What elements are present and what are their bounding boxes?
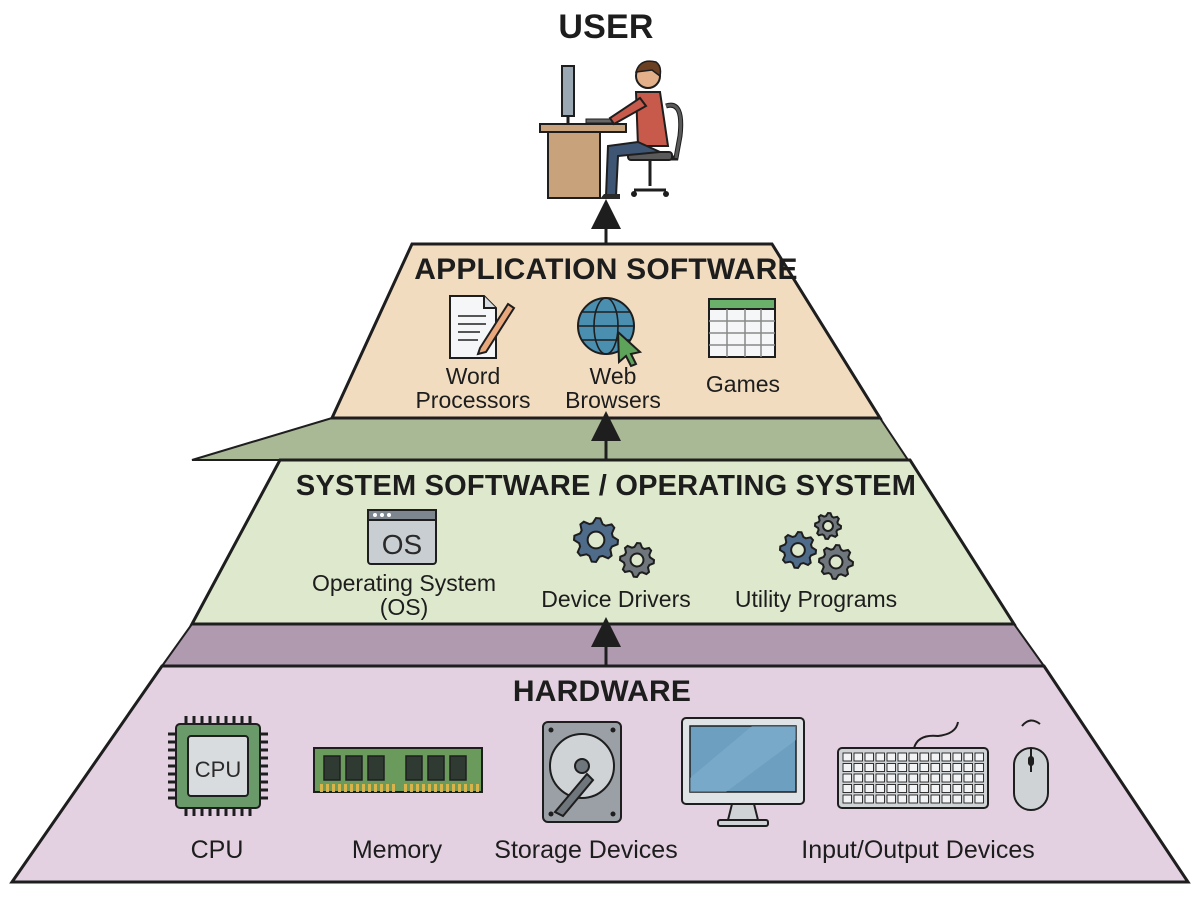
application-layer-title: APPLICATION SOFTWARE (414, 253, 798, 286)
hardware-band (160, 623, 1046, 667)
spreadsheet-icon (708, 298, 776, 358)
web-browser-icon (577, 297, 643, 368)
label-line: Browsers (565, 387, 661, 413)
gear-icon (618, 541, 656, 579)
app-item-word-processors-label: Word Processors (398, 364, 548, 412)
gears-icon (572, 516, 656, 579)
system-layer-title: SYSTEM SOFTWARE / OPERATING SYSTEM (295, 470, 917, 502)
hardware-layer-title: HARDWARE (512, 675, 692, 708)
hw-item-storage-label: Storage Devices (494, 836, 678, 864)
monitor-keyboard-mouse-icon (681, 717, 1049, 827)
label-line: Utility Programs (734, 586, 898, 612)
user-label: USER (558, 8, 654, 46)
monitor-icon (681, 717, 805, 827)
label-line: Processors (415, 387, 531, 413)
cpu-icon-text: CPU (195, 757, 241, 782)
hw-item-cpu-label: CPU (190, 836, 244, 864)
label-line: (OS) (379, 594, 429, 620)
gear-icon (817, 543, 855, 581)
sys-item-os-label: Operating System (OS) (294, 571, 514, 619)
hw-item-memory-label: Memory (351, 836, 443, 864)
sys-item-utility-programs-label: Utility Programs (706, 587, 926, 611)
label-line: Games (705, 371, 781, 397)
word-processor-icon (449, 295, 516, 359)
system-band (191, 417, 910, 461)
os-icon-text: OS (382, 529, 422, 560)
gear-icon (778, 530, 818, 570)
label-line: Word (445, 363, 501, 389)
hw-item-io-label: Input/Output Devices (801, 836, 1035, 864)
gears-cluster-icon (778, 511, 855, 581)
app-item-web-browsers-label: Web Browsers (538, 364, 688, 412)
os-window-icon: OS (367, 509, 437, 565)
gear-icon (572, 516, 620, 564)
cpu-chip-icon: CPU (168, 716, 268, 816)
user-at-computer-icon (539, 60, 684, 199)
label-line: Web (589, 363, 637, 389)
keyboard-icon (837, 721, 989, 809)
label-line: Device Drivers (541, 586, 691, 612)
sys-item-device-drivers-label: Device Drivers (506, 587, 726, 611)
gear-icon (813, 511, 843, 541)
memory-module-icon (313, 747, 483, 793)
label-line: Operating System (311, 570, 497, 596)
hard-drive-icon (542, 721, 622, 823)
app-item-games-label: Games (668, 372, 818, 396)
mouse-icon (1013, 719, 1049, 811)
